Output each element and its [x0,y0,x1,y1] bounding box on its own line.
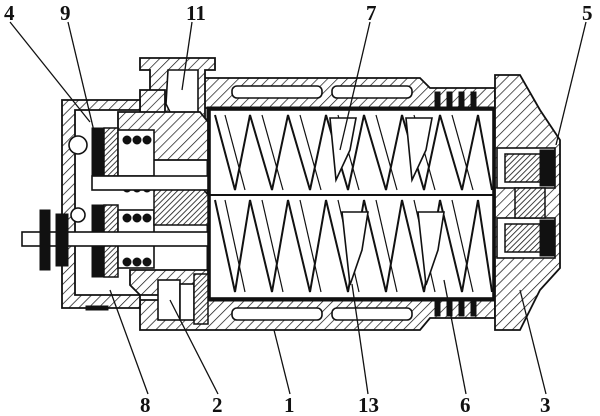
callout-labels: 4 9 11 7 5 8 2 1 13 6 3 [4,1,593,416]
callout-6: 6 [460,393,471,416]
callout-2: 2 [212,393,223,416]
callout-9: 9 [60,1,71,25]
lower-screw-rotor [214,199,493,293]
upper-screw-rotor [214,114,493,191]
pump-feet [85,305,109,311]
timing-gears [91,127,119,278]
callout-7: 7 [366,1,377,25]
callout-8: 8 [140,393,151,416]
callout-13: 13 [358,393,379,416]
callout-3: 3 [540,393,551,416]
leader-lines [9,21,587,395]
callout-1: 1 [284,393,295,416]
screw-rotors [209,109,494,299]
callout-4: 4 [4,1,15,25]
shafts [21,175,209,271]
end-cover-right [494,74,561,331]
callout-5: 5 [582,1,593,25]
callout-11: 11 [186,1,206,25]
casing-fins-top [434,91,477,107]
